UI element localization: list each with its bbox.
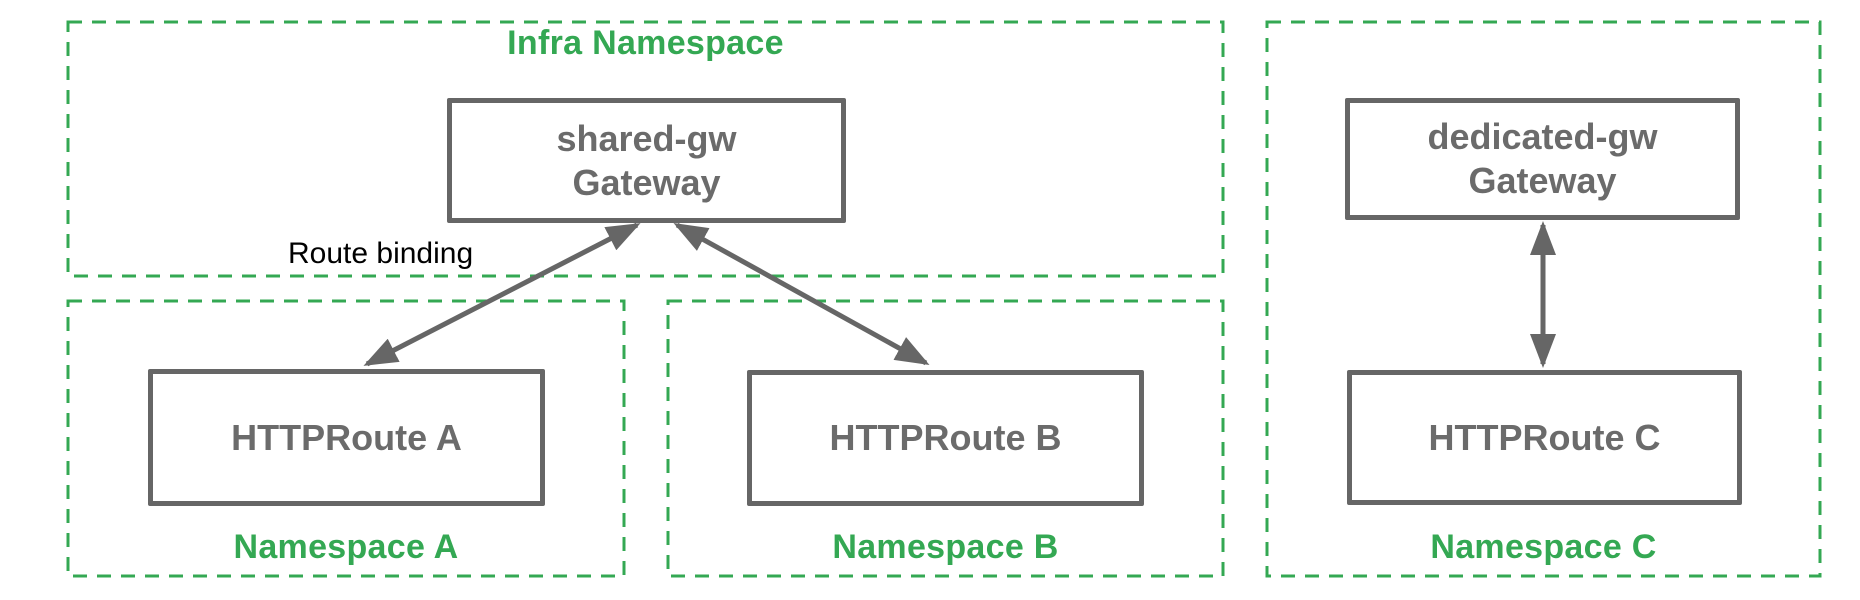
route-binding-arrow-a xyxy=(363,222,641,367)
route-binding-arrow-b xyxy=(673,222,930,366)
namespace-c-border xyxy=(1265,20,1822,578)
namespace-a-border xyxy=(66,299,626,578)
node-shared-gw-gateway: shared-gw Gateway xyxy=(447,98,846,223)
namespace-a-label: Namespace A xyxy=(233,528,459,566)
node-httproute-b: HTTPRoute B xyxy=(747,370,1144,506)
dedicated-gw-name: dedicated-gw xyxy=(1427,116,1658,158)
httproute-c-label: HTTPRoute C xyxy=(1428,416,1661,458)
namespace-b-border xyxy=(666,299,1225,578)
namespace-c-label: Namespace C xyxy=(1430,528,1657,566)
namespace-infra-border xyxy=(66,20,1225,278)
shared-gw-name: shared-gw xyxy=(556,117,737,159)
dedicated-gw-kind: Gateway xyxy=(1468,160,1617,201)
namespace-infra-label: Infra Namespace xyxy=(507,24,784,62)
namespace-b-label: Namespace B xyxy=(832,528,1059,566)
shared-gw-kind: Gateway xyxy=(572,161,721,203)
node-dedicated-gw-gateway: dedicated-gw Gateway xyxy=(1345,98,1740,220)
route-binding-annotation: Route binding xyxy=(288,237,474,270)
node-httproute-c: HTTPRoute C xyxy=(1347,370,1742,505)
httproute-b-label: HTTPRoute B xyxy=(829,417,1062,459)
node-httproute-a: HTTPRoute A xyxy=(148,369,545,506)
httproute-a-label: HTTPRoute A xyxy=(231,416,462,458)
